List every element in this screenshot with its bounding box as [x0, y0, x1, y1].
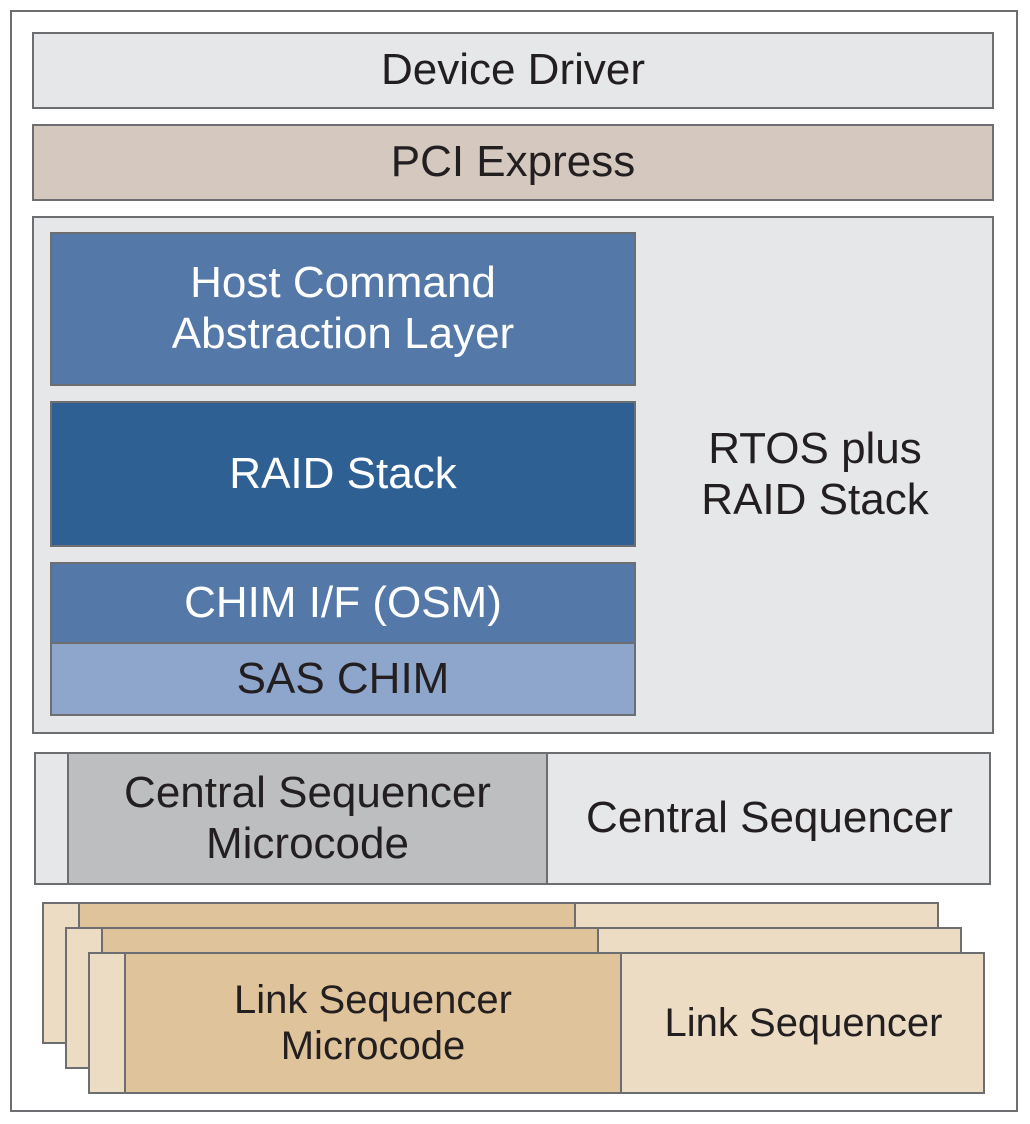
host-command-layer: Host Command Abstraction Layer: [50, 232, 636, 386]
host-command-label: Host Command Abstraction Layer: [171, 258, 515, 358]
raid-stack-label: RAID Stack: [229, 448, 457, 498]
pci-express-layer: PCI Express: [32, 124, 994, 201]
chim-if-label: CHIM I/F (OSM): [184, 577, 502, 627]
pci-express-label: PCI Express: [390, 137, 636, 187]
link-sequencer-label: Link Sequencer: [664, 1001, 943, 1045]
device-driver-label: Device Driver: [380, 45, 646, 95]
central-sequencer-microcode: Central Sequencer Microcode: [67, 752, 548, 885]
sas-chim-label: SAS CHIM: [236, 653, 450, 703]
central-sequencer-label: Central Sequencer: [586, 793, 953, 843]
device-driver-layer: Device Driver: [32, 32, 994, 109]
raid-stack-layer: RAID Stack: [50, 401, 636, 547]
sas-chim-layer: SAS CHIM: [50, 642, 636, 716]
link-microcode-label: Link Sequencer Microcode: [234, 978, 512, 1068]
chim-if-layer: CHIM I/F (OSM): [50, 562, 636, 644]
central-sequencer-area: Central Sequencer: [548, 752, 991, 885]
link-sequencer-microcode: Link Sequencer Microcode: [124, 952, 622, 1094]
rtos-label: RTOS plus RAID Stack: [701, 424, 929, 524]
rtos-label-area: RTOS plus RAID Stack: [640, 400, 990, 550]
central-microcode-label: Central Sequencer Microcode: [124, 767, 491, 868]
link-sequencer-area: Link Sequencer: [622, 952, 985, 1094]
